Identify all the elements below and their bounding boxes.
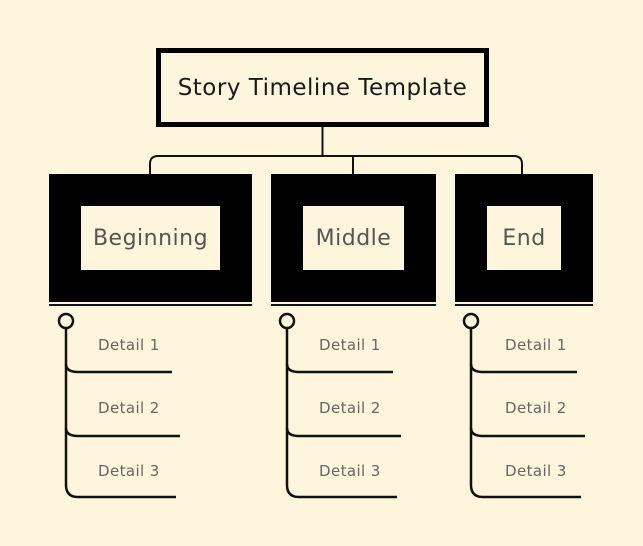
- diagram-title-box[interactable]: Story Timeline Template: [156, 48, 489, 127]
- detail-label-3-1[interactable]: Detail 1: [505, 336, 567, 354]
- stage-underline-end: [455, 304, 593, 306]
- stage-inner-beginning: Beginning: [81, 206, 220, 270]
- stage-node-end[interactable]: End: [455, 174, 593, 302]
- stage-label-end: End: [502, 225, 546, 251]
- detail-line-1-2: [64, 427, 180, 438]
- detail-label-1-1[interactable]: Detail 1: [98, 336, 160, 354]
- detail-line-1-1: [64, 363, 172, 374]
- stage-label-middle: Middle: [315, 225, 392, 251]
- stage-inner-end: End: [487, 206, 561, 270]
- detail-line-3-1: [469, 363, 577, 374]
- detail-label-3-3[interactable]: Detail 3: [505, 462, 567, 480]
- stage-node-beginning[interactable]: Beginning: [49, 174, 252, 302]
- detail-line-2-1: [285, 363, 393, 374]
- detail-label-3-2[interactable]: Detail 2: [505, 399, 567, 417]
- stage-node-middle[interactable]: Middle: [271, 174, 436, 302]
- detail-label-1-2[interactable]: Detail 2: [98, 399, 160, 417]
- detail-label-2-3[interactable]: Detail 3: [319, 462, 381, 480]
- page-title: Story Timeline Template: [177, 74, 468, 101]
- stage-inner-middle: Middle: [303, 206, 404, 270]
- bus-connector: [149, 155, 523, 175]
- spine-bullet-1: [57, 312, 75, 330]
- spine-bullet-2: [278, 312, 296, 330]
- detail-label-2-2[interactable]: Detail 2: [319, 399, 381, 417]
- stage-underline-beginning: [49, 304, 252, 306]
- stage-underline-middle: [271, 304, 436, 306]
- stage-label-beginning: Beginning: [92, 225, 209, 251]
- detail-label-2-1[interactable]: Detail 1: [319, 336, 381, 354]
- spine-bullet-3: [462, 312, 480, 330]
- detail-line-2-2: [285, 427, 401, 438]
- detail-label-1-3[interactable]: Detail 3: [98, 462, 160, 480]
- detail-line-3-2: [469, 427, 585, 438]
